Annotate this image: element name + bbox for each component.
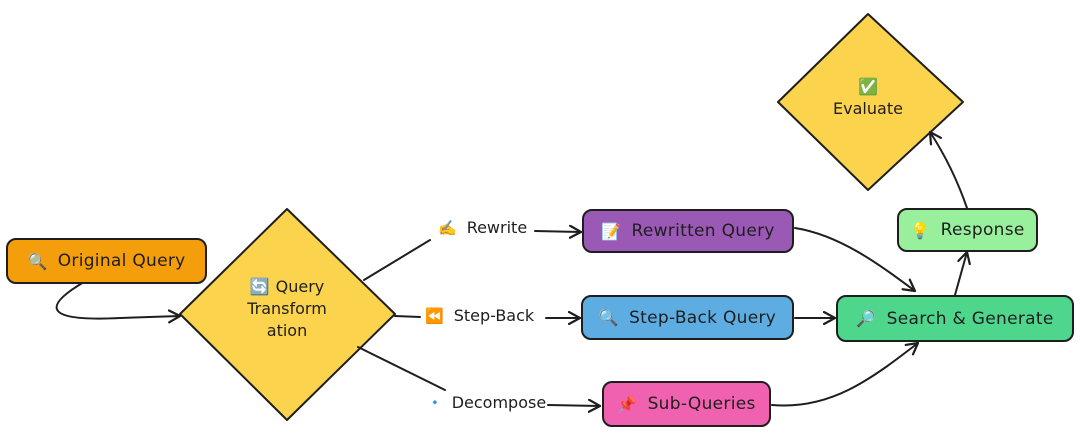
sub-queries-node: 📌 Sub-Queries xyxy=(602,381,771,427)
arrow-rewrite-to-rewritten xyxy=(534,231,581,232)
writing-hand-icon: ✍️ xyxy=(438,218,457,237)
arrow-original-to-transform xyxy=(55,281,180,319)
magnifier-icon: 🔍 xyxy=(598,308,620,327)
response-node: 💡 Response xyxy=(897,208,1038,252)
original-query-label: Original Query xyxy=(57,251,186,271)
refresh-icon: 🔄 xyxy=(249,277,270,296)
arrow-decompose-to-subqueries xyxy=(547,405,600,406)
magnifier-right-icon: 🔎 xyxy=(856,309,877,328)
magnifier-icon: 🔍 xyxy=(27,251,48,271)
query-transformation-line2: Transform xyxy=(247,299,327,318)
line-transform-to-rewrite-label xyxy=(363,239,431,281)
lightbulb-icon: 💡 xyxy=(910,220,931,240)
decompose-label-text: Decompose xyxy=(451,393,547,412)
step-back-query-label: Step-Back Query xyxy=(629,307,777,328)
line-transform-to-decompose-label xyxy=(357,346,446,391)
rewritten-query-label: Rewritten Query xyxy=(631,221,775,241)
rewind-icon: ⏪ xyxy=(425,306,444,325)
evaluate-diamond xyxy=(777,13,964,191)
response-label: Response xyxy=(940,220,1025,240)
rewritten-query-node: 📝 Rewritten Query xyxy=(582,209,794,253)
line-transform-to-stepback-label xyxy=(394,315,421,318)
step-back-edge-label: ⏪ Step-Back xyxy=(425,306,534,325)
memo-icon: 📝 xyxy=(601,221,622,241)
sub-queries-label: Sub-Queries xyxy=(647,394,756,414)
step-back-query-node: 🔍 Step-Back Query xyxy=(581,295,794,340)
blue-diamond-icon: 🔹 xyxy=(428,396,442,409)
check-icon: ✅ xyxy=(858,77,878,96)
arrow-subqueries-to-search xyxy=(771,343,918,407)
original-query-node: 🔍 Original Query xyxy=(6,238,207,284)
query-transformation-line3: ation xyxy=(266,321,308,340)
query-transformation-diamond xyxy=(179,208,396,421)
query-transformation-line1: Query xyxy=(275,277,325,296)
evaluate-text: ✅ Evaluate xyxy=(808,76,928,120)
pushpin-icon: 📌 xyxy=(617,394,638,414)
rewrite-label-text: Rewrite xyxy=(466,218,528,237)
search-generate-label: Search & Generate xyxy=(886,308,1054,329)
query-transformation-text: 🔄 Query Transform ation xyxy=(222,276,352,342)
step-back-label-text: Step-Back xyxy=(453,306,535,325)
rewrite-edge-label: ✍️ Rewrite xyxy=(438,218,527,237)
evaluate-label: Evaluate xyxy=(833,99,903,118)
arrow-response-to-evaluate xyxy=(930,132,968,209)
arrow-search-to-response xyxy=(954,252,967,296)
search-generate-node: 🔎 Search & Generate xyxy=(836,295,1074,342)
decompose-edge-label: 🔹 Decompose xyxy=(428,393,546,412)
arrow-rewritten-to-search xyxy=(794,227,915,291)
